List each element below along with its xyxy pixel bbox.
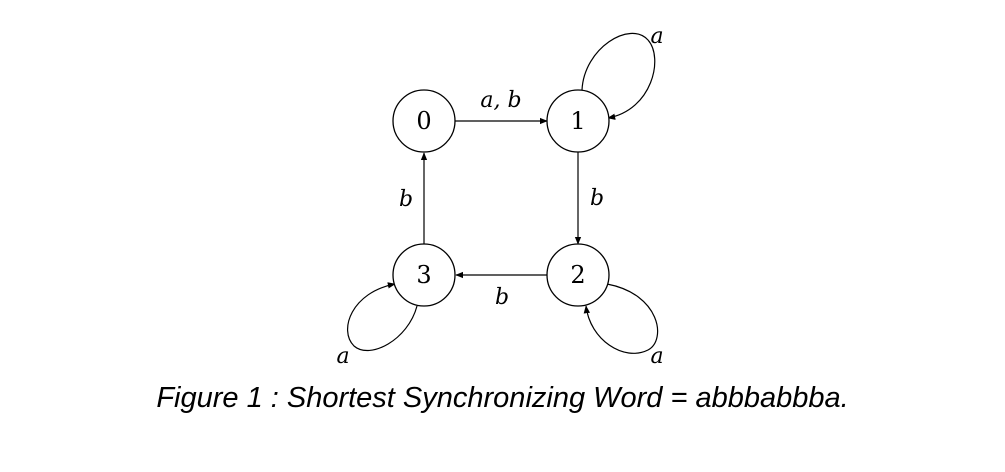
loop-3: [346, 282, 418, 352]
edge-label-loop-3: a: [336, 344, 349, 369]
state-label-1: 1: [570, 107, 585, 135]
state-node-0: 0: [392, 89, 456, 153]
loop-2: [583, 283, 659, 354]
automaton-diagram: a, b a b a b a b 0 1 2 3: [336, 24, 663, 369]
edge-label-1-2: b: [590, 186, 604, 211]
state-label-0: 0: [416, 107, 431, 135]
state-node-3: 3: [392, 243, 456, 307]
edge-label-0-1: a, b: [480, 88, 521, 113]
edge-label-2-3: b: [495, 285, 509, 310]
edge-label-loop-2: a: [650, 344, 663, 369]
state-node-1: 1: [546, 89, 610, 153]
figure-caption: Figure 1 : Shortest Synchronizing Word =…: [156, 382, 849, 414]
state-label-3: 3: [416, 261, 431, 289]
loop-1: [581, 32, 656, 120]
edge-label-3-0: b: [399, 187, 413, 212]
state-node-2: 2: [546, 243, 610, 307]
state-label-2: 2: [570, 261, 585, 289]
edge-label-loop-1: a: [650, 24, 663, 49]
